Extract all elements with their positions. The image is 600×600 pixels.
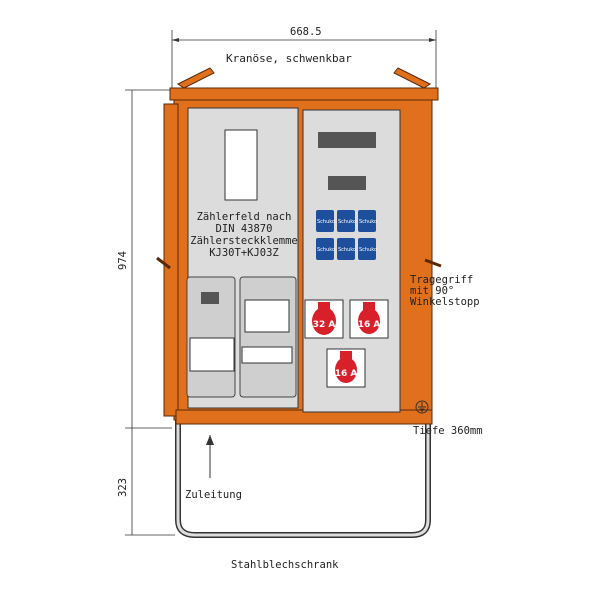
meter-field-line: Zählerfeld nach [197, 211, 292, 223]
cabinet-height-value: 974 [117, 251, 129, 270]
cee-label: 32 A [313, 320, 336, 330]
breaker-row-2[interactable] [328, 176, 366, 190]
depth-label: Tiefe 360mm [413, 425, 483, 437]
main-switch[interactable] [189, 337, 235, 372]
fuse-block [201, 292, 219, 304]
roof [169, 87, 439, 101]
feed-label: Zuleitung [185, 489, 242, 501]
width-dimension: 668.5 [171, 26, 437, 88]
rcd-switch[interactable] [241, 346, 293, 364]
meter-window [224, 129, 258, 201]
schuko-sockets: Schuko Schuko Schuko Schuko Schuko Schuk… [316, 210, 377, 260]
feed-arrow-icon [206, 435, 214, 478]
meter-field-line: DIN 43870 [216, 223, 273, 235]
door-left [163, 103, 179, 417]
ground-icon [415, 400, 429, 414]
breaker-row-1[interactable] [318, 132, 376, 148]
hinge-handle [156, 256, 171, 270]
schuko-label: Schuko [317, 219, 335, 225]
meter-field-line: KJ30T+KJ03Z [209, 247, 279, 259]
stand-frame [175, 420, 431, 538]
height-dimension: 974 323 [117, 89, 175, 536]
carry-handle[interactable] [424, 258, 442, 268]
schuko-label: Schuko [338, 247, 356, 253]
crane-eye-label: Kranöse, schwenkbar [226, 52, 352, 65]
schuko-socket[interactable] [337, 210, 355, 232]
cee-label: 16 A [358, 320, 381, 330]
schuko-socket[interactable] [316, 210, 334, 232]
schuko-socket[interactable] [316, 238, 334, 260]
schuko-label: Schuko [359, 247, 377, 253]
cee-label: 16 A [335, 369, 358, 379]
product-title: Stahlblechschrank [231, 559, 339, 571]
breaker-module-right [239, 276, 297, 398]
handle-label-line: Tragegriff [410, 274, 473, 286]
handle-label-line: Winkelstopp [410, 296, 480, 308]
legs-height-value: 323 [117, 478, 129, 497]
cee-sockets: 32 A 16 A 16 A [304, 299, 389, 388]
schuko-label: Schuko [317, 247, 335, 253]
meter-field-line: Zählersteckklemme [190, 235, 297, 247]
handle-label-line: mit 90° [410, 285, 454, 297]
schuko-label: Schuko [359, 219, 377, 225]
schuko-label: Schuko [338, 219, 356, 225]
crane-eye-right [393, 67, 431, 89]
schuko-socket[interactable] [337, 238, 355, 260]
crane-eye-left [177, 67, 215, 89]
display-window [244, 299, 290, 333]
schuko-socket[interactable] [358, 210, 376, 232]
width-value: 668.5 [290, 26, 322, 38]
schuko-socket[interactable] [358, 238, 376, 260]
